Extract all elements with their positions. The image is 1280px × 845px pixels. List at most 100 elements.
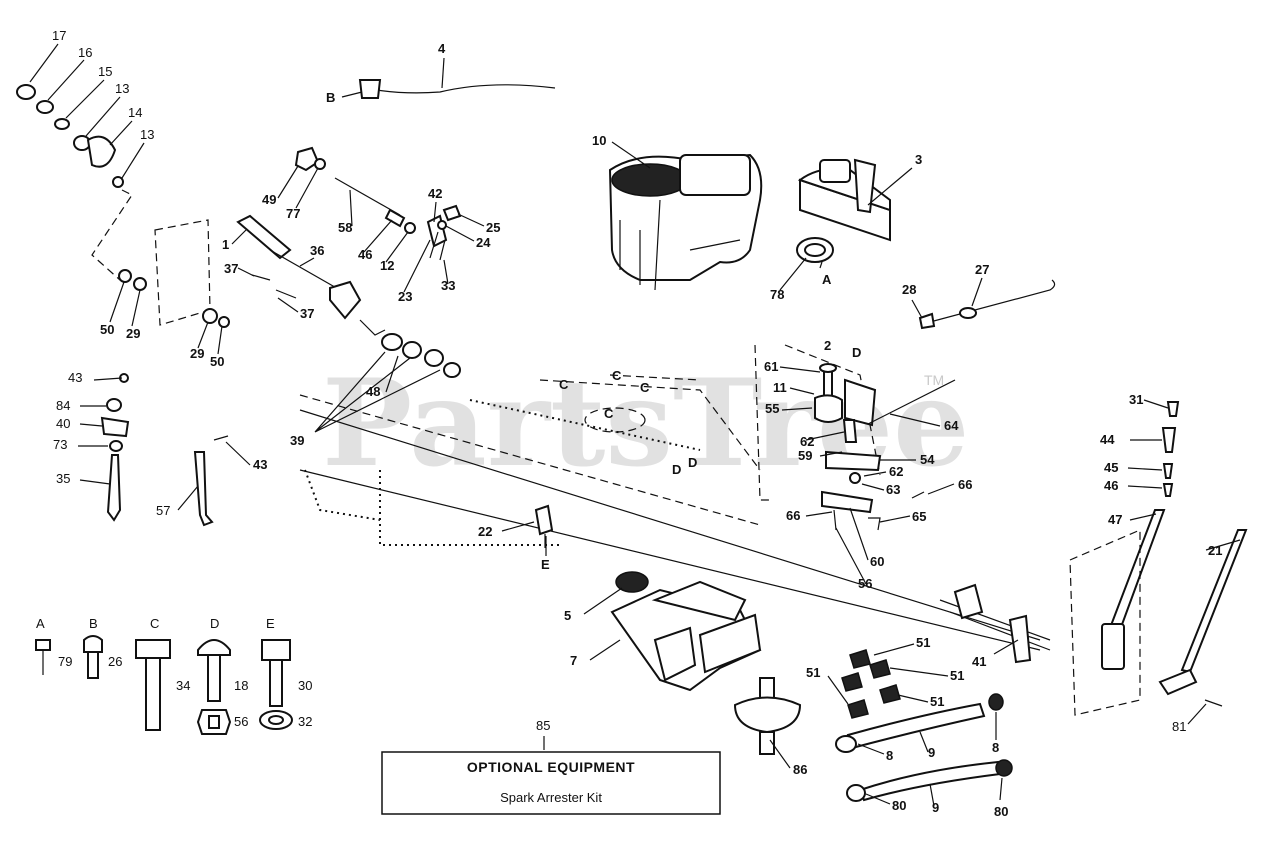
hw-number-26: 26 xyxy=(108,654,122,669)
callout-27: 27 xyxy=(975,262,989,277)
callout-37a: 37 xyxy=(224,261,238,276)
callout-c3: C xyxy=(640,380,650,395)
callout-46b: 46 xyxy=(1104,478,1118,493)
hw-number-34: 34 xyxy=(176,678,190,693)
callout-51b: 51 xyxy=(950,668,964,683)
callout-66b: 66 xyxy=(786,508,800,523)
watermark-tm: TM xyxy=(924,372,944,388)
frame-chassis xyxy=(299,374,1051,651)
callout-51a: 51 xyxy=(916,635,930,650)
callout-3: 3 xyxy=(915,152,922,167)
right-lever-assembly xyxy=(953,401,1248,716)
shift-lever-assembly xyxy=(294,146,462,261)
callout-9a: 9 xyxy=(928,745,935,760)
hw-letter-d: D xyxy=(210,616,219,631)
callout-a-gasket: A xyxy=(822,272,832,287)
optional-callout: 85 xyxy=(536,718,550,733)
callout-80b: 80 xyxy=(994,804,1008,819)
hw-letter-c: C xyxy=(150,616,159,631)
callout-2: 2 xyxy=(824,338,831,353)
fuel-filter xyxy=(733,677,802,755)
callout-d2: D xyxy=(688,455,697,470)
callout-45: 45 xyxy=(1104,460,1118,475)
callout-10: 10 xyxy=(592,133,606,148)
callout-b-cable: B xyxy=(326,90,335,105)
callout-labels: 17 16 15 13 14 13 4 B 10 3 49 77 58 42 2… xyxy=(52,28,1222,819)
callout-50a: 50 xyxy=(100,322,114,337)
callout-49: 49 xyxy=(262,192,276,207)
callout-5: 5 xyxy=(564,608,571,623)
callout-81: 81 xyxy=(1172,719,1186,734)
callout-62a: 62 xyxy=(800,434,814,449)
left-rods xyxy=(100,373,229,527)
callout-84: 84 xyxy=(56,398,70,413)
control-rod xyxy=(918,279,1056,330)
callout-9b: 9 xyxy=(932,800,939,815)
callout-15: 15 xyxy=(98,64,112,79)
callout-43b: 43 xyxy=(253,457,267,472)
callout-d-bracket: D xyxy=(852,345,861,360)
callout-33: 33 xyxy=(441,278,455,293)
callout-46a: 46 xyxy=(358,247,372,262)
lift-handle xyxy=(236,214,386,336)
callout-44: 44 xyxy=(1100,432,1115,447)
steering-knob-assembly xyxy=(16,84,133,281)
hw-number-32: 32 xyxy=(298,714,312,729)
callout-35: 35 xyxy=(56,471,70,486)
leader-lines xyxy=(29,43,1241,807)
callout-13a: 13 xyxy=(115,81,129,96)
callout-50b: 50 xyxy=(210,354,224,369)
callout-47: 47 xyxy=(1108,512,1122,527)
hw-number-30: 30 xyxy=(298,678,312,693)
optional-equipment-panel: 85 OPTIONAL EQUIPMENT Spark Arrester Kit xyxy=(381,718,721,815)
callout-54: 54 xyxy=(920,452,935,467)
callout-86: 86 xyxy=(793,762,807,777)
pivot-bracket xyxy=(754,344,956,531)
callout-23: 23 xyxy=(398,289,412,304)
hw-number-18: 18 xyxy=(234,678,248,693)
callout-78: 78 xyxy=(770,287,784,302)
callout-31: 31 xyxy=(1129,392,1143,407)
throttle-cable xyxy=(358,79,556,99)
callout-e-bracket: E xyxy=(541,557,550,572)
callout-29a: 29 xyxy=(126,326,140,341)
callout-60: 60 xyxy=(870,554,884,569)
optional-subtitle: Spark Arrester Kit xyxy=(500,790,602,805)
callout-36: 36 xyxy=(310,243,324,258)
callout-11: 11 xyxy=(773,380,787,395)
callout-12: 12 xyxy=(380,258,394,273)
callout-40: 40 xyxy=(56,416,70,431)
callout-48: 48 xyxy=(366,384,380,399)
callout-8a: 8 xyxy=(886,748,893,763)
engine xyxy=(608,153,763,291)
callout-14: 14 xyxy=(128,105,142,120)
callout-28: 28 xyxy=(902,282,916,297)
callout-59: 59 xyxy=(798,448,812,463)
callout-55: 55 xyxy=(765,401,779,416)
callout-1: 1 xyxy=(222,237,229,252)
callout-17: 17 xyxy=(52,28,66,43)
callout-58: 58 xyxy=(338,220,352,235)
callout-51c: 51 xyxy=(806,665,820,680)
callout-63: 63 xyxy=(886,482,900,497)
callout-c1: C xyxy=(559,377,569,392)
bushings xyxy=(314,333,461,433)
hw-number-56: 56 xyxy=(234,714,248,729)
fuel-lines xyxy=(835,693,1013,802)
optional-title: OPTIONAL EQUIPMENT xyxy=(467,759,635,775)
callout-51d: 51 xyxy=(930,694,944,709)
callout-22: 22 xyxy=(478,524,492,539)
callout-43a: 43 xyxy=(68,370,82,385)
watermark: PartsTree xyxy=(322,353,969,494)
callout-73: 73 xyxy=(53,437,67,452)
fuel-tank xyxy=(610,571,762,692)
hardware-legend: A 79 B 26 C 34 D 18 56 E 30 32 xyxy=(35,616,312,735)
callout-37b: 37 xyxy=(300,306,314,321)
callout-62b: 62 xyxy=(889,464,903,479)
callout-39: 39 xyxy=(290,433,304,448)
callout-24: 24 xyxy=(476,235,491,250)
callout-42: 42 xyxy=(428,186,442,201)
hw-letter-b: B xyxy=(89,616,98,631)
callout-c4: C xyxy=(604,406,614,421)
